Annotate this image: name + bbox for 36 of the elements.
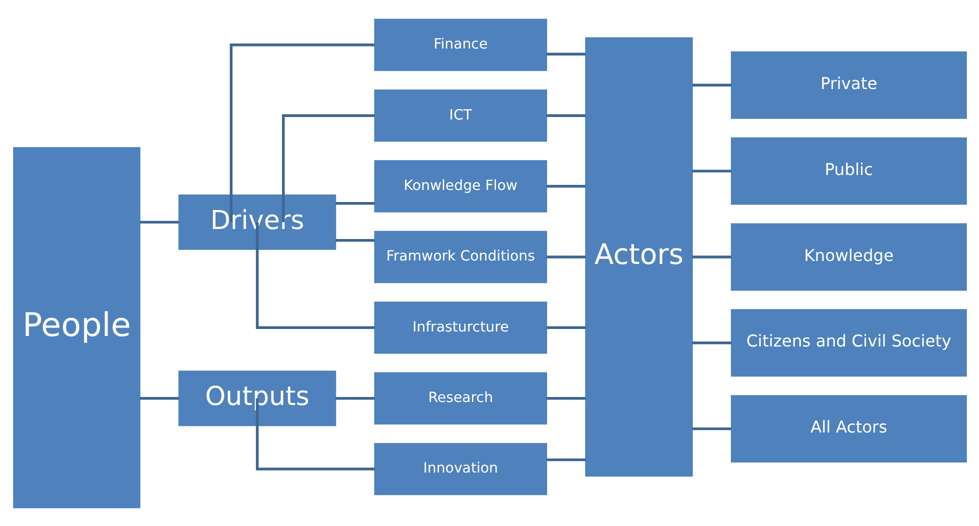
node-box: People	[12, 146, 140, 508]
node-box: Knowledge	[730, 222, 966, 290]
connector	[692, 169, 731, 172]
node-box: Innovation	[374, 442, 547, 495]
connector	[692, 83, 731, 86]
connector	[139, 220, 178, 224]
connector	[255, 222, 374, 329]
node-box: All Actors	[730, 394, 966, 462]
connector	[139, 396, 178, 400]
node-box: Research	[374, 372, 547, 424]
node-box: Finance	[374, 18, 547, 70]
connector	[546, 458, 586, 461]
connector	[546, 114, 586, 116]
node-box: Infrasturcture	[374, 301, 547, 354]
connector	[335, 238, 374, 242]
node-box: ICT	[374, 89, 547, 142]
connector	[692, 426, 731, 430]
connector	[546, 396, 586, 400]
connector	[255, 398, 374, 470]
connector	[546, 326, 586, 329]
connector	[335, 202, 374, 204]
connector	[546, 52, 586, 55]
node-box: Framwork Conditions	[374, 230, 547, 283]
connector	[229, 43, 374, 222]
connector	[546, 255, 586, 258]
connector	[546, 184, 586, 188]
node-box: Actors	[584, 36, 692, 476]
connector	[282, 114, 374, 222]
node-box: Citizens and Civil Society	[730, 308, 966, 376]
node-box: Public	[730, 136, 966, 204]
node-box: Private	[730, 50, 966, 118]
connector	[335, 396, 374, 400]
connector	[692, 341, 731, 344]
connector	[692, 255, 731, 258]
node-box: Outputs	[178, 370, 336, 426]
node-box: Konwledge Flow	[374, 160, 547, 212]
